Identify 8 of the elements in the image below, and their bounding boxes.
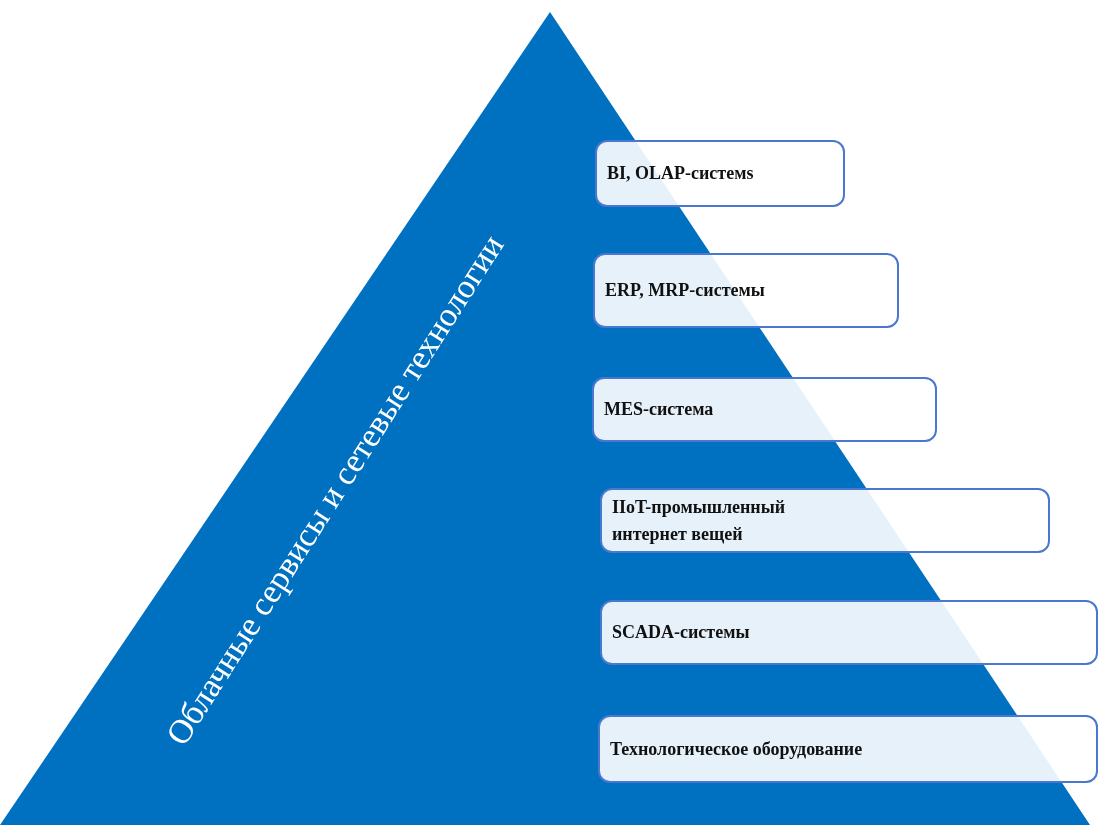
level-label: SCADA-системы (612, 621, 750, 645)
level-box (595, 140, 845, 207)
level-label: MES-система (604, 398, 714, 422)
level-label: Технологическое оборудование (610, 737, 863, 761)
level-label: IIoT-промышленный интернет вещей (612, 496, 787, 546)
level-label: BI, OLAP-системs (607, 162, 754, 186)
level-box (593, 253, 899, 328)
level-label: ERP, MRP-системы (605, 279, 765, 303)
